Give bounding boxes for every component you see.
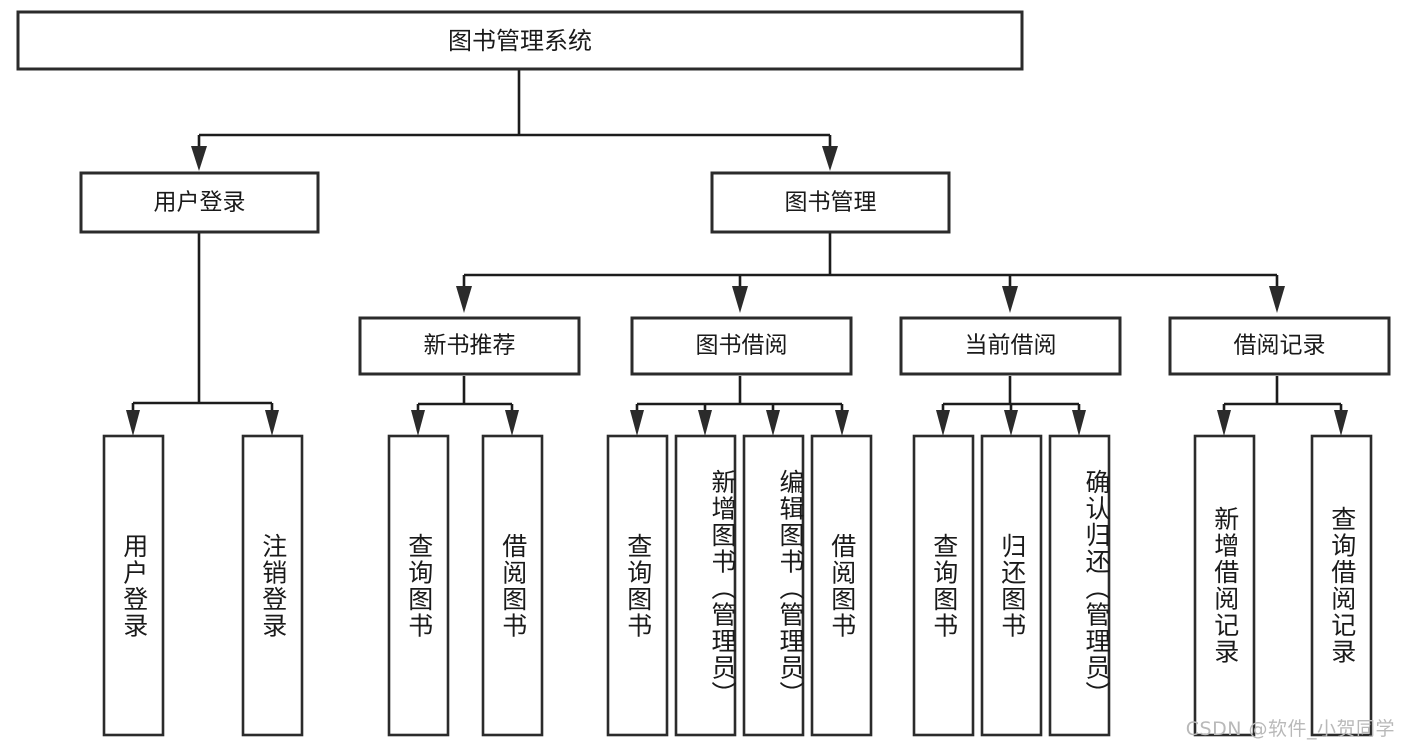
leaf-box-user-login-1[interactable] [102, 434, 165, 737]
node-root-label: 图书管理系统 [448, 27, 592, 55]
leaf-box-bb-2[interactable] [674, 434, 737, 737]
leaf-box-nbr-2[interactable] [481, 434, 544, 737]
node-borrow-record-box[interactable] [1168, 316, 1391, 376]
leaf-box-nbr-1[interactable] [387, 434, 450, 737]
arrowhead-bb-leaf1 [630, 410, 644, 436]
arrowhead-cb-leaf2 [1004, 410, 1018, 436]
connector-group-book-borrow [630, 376, 849, 436]
leaf-box-br-1[interactable] [1193, 434, 1256, 737]
connector-group-book-manage [456, 232, 1285, 313]
leaf-box-br-2[interactable] [1310, 434, 1373, 737]
arrowhead-br-leaf2 [1334, 410, 1348, 436]
leaf-box-bb-3[interactable] [742, 434, 805, 737]
arrowhead-book-borrow [732, 286, 748, 313]
arrowhead-current-borrow [1002, 286, 1018, 313]
arrowhead-bb-leaf4 [835, 410, 849, 436]
arrowhead-br-leaf1 [1217, 410, 1231, 436]
arrowhead-nbr-leaf2 [505, 410, 519, 436]
node-book-borrow-box[interactable] [630, 316, 853, 376]
connector-group-root [191, 69, 838, 171]
arrowhead-cb-leaf1 [936, 410, 950, 436]
node-book-borrow-label: 图书借阅 [696, 333, 788, 359]
arrowhead-book-manage [822, 146, 838, 171]
node-user-login-label: 用户登录 [154, 190, 246, 216]
node-root-box[interactable] [16, 10, 1024, 71]
arrowhead-leaf-user-login [126, 410, 140, 436]
arrowhead-borrow-record [1269, 286, 1285, 313]
node-user-login-box[interactable] [79, 171, 320, 234]
leaf-box-user-login-2[interactable] [241, 434, 304, 737]
connector-group-user-login [126, 232, 279, 436]
leaf-box-cb-1[interactable] [912, 434, 975, 737]
arrowhead-bb-leaf3 [766, 410, 780, 436]
leaf-box-cb-2[interactable] [980, 434, 1043, 737]
connector-group-new-book-recommend [411, 376, 519, 436]
node-new-book-recommend-box[interactable] [358, 316, 581, 376]
connector-group-borrow-record [1217, 376, 1348, 436]
node-new-book-recommend-label: 新书推荐 [424, 333, 516, 359]
csdn-watermark: CSDN @软件_小贺同学 [1185, 718, 1395, 740]
arrowhead-cb-leaf3 [1072, 410, 1086, 436]
arrowhead-user-login [191, 146, 207, 171]
node-current-borrow-label: 当前借阅 [965, 333, 1057, 359]
connector-group-current-borrow [936, 376, 1086, 436]
leaf-box-cb-3[interactable] [1048, 434, 1111, 737]
node-borrow-record-label: 借阅记录 [1234, 333, 1326, 359]
arrowhead-leaf-logout [265, 410, 279, 436]
arrowhead-new-book [456, 286, 472, 313]
node-current-borrow-box[interactable] [899, 316, 1122, 376]
arrowhead-nbr-leaf1 [411, 410, 425, 436]
arrowhead-bb-leaf2 [698, 410, 712, 436]
leaf-box-bb-4[interactable] [810, 434, 873, 737]
node-book-manage-box[interactable] [710, 171, 951, 234]
leaf-box-bb-1[interactable] [606, 434, 669, 737]
node-book-manage-label: 图书管理 [785, 190, 877, 216]
